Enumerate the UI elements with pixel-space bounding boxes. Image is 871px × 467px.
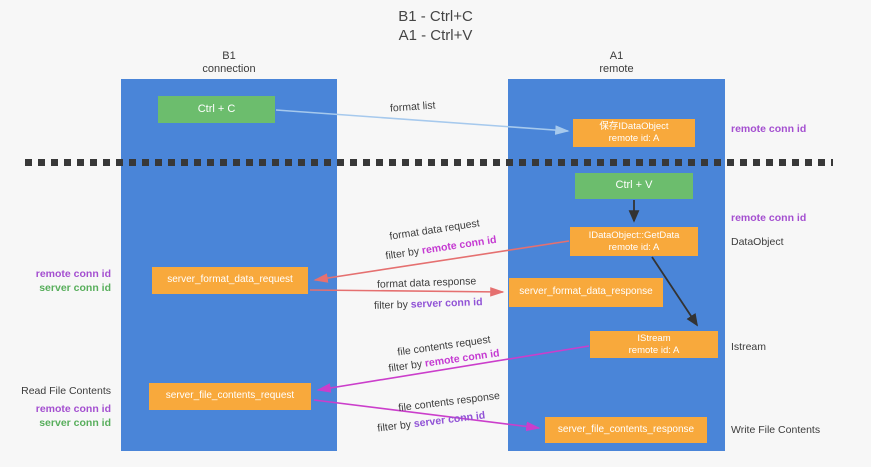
file-contents-response-label: file contents response bbox=[397, 389, 501, 415]
node-save-idataobject: 保存IDataObject remote id: A bbox=[573, 119, 695, 147]
filter-prefix: filter by bbox=[384, 244, 423, 263]
node-server-file-contents-response: server_file_contents_response bbox=[545, 417, 707, 443]
node-server-format-data-request-label: server_format_data_request bbox=[167, 274, 293, 286]
filter-prefix: filter by bbox=[373, 298, 411, 312]
left-label-read-file-contents: Read File Contents bbox=[21, 385, 111, 397]
title-line-2: A1 - Ctrl+V bbox=[398, 26, 473, 44]
filter-by-server-label-2: filter by server conn id bbox=[377, 409, 486, 434]
node-server-file-contents-request: server_file_contents_request bbox=[149, 383, 311, 410]
filter-prefix: filter by bbox=[387, 357, 426, 375]
right-label-remote-conn-id-2: remote conn id bbox=[731, 212, 807, 224]
format-list-label: format list bbox=[389, 99, 436, 115]
lane-header-b1: B1 connection bbox=[121, 50, 337, 75]
node-idataobject-getdata: IDataObject::GetData remote id: A bbox=[570, 227, 698, 256]
left-label-server-conn-id-1: server conn id bbox=[39, 282, 111, 294]
node-ctrl-v-label: Ctrl + V bbox=[615, 179, 653, 192]
right-label-remote-conn-id-1: remote conn id bbox=[731, 123, 807, 135]
left-label-remote-conn-id-2: remote conn id bbox=[35, 403, 111, 415]
node-save-idataobject-line1: 保存IDataObject bbox=[599, 121, 669, 133]
left-label-remote-conn-id-1: remote conn id bbox=[35, 268, 111, 280]
node-server-format-data-response: server_format_data_response bbox=[509, 278, 663, 307]
node-idataobject-getdata-line2: remote id: A bbox=[608, 241, 660, 253]
node-server-format-data-response-label: server_format_data_response bbox=[519, 286, 653, 298]
right-label-istream: Istream bbox=[731, 341, 767, 353]
node-ctrl-c-label: Ctrl + C bbox=[197, 102, 236, 115]
node-server-file-contents-request-label: server_file_contents_request bbox=[165, 390, 295, 402]
filter-prefix: filter by bbox=[376, 418, 415, 435]
node-istream: IStream remote id: A bbox=[590, 331, 718, 358]
phase-separator-dashed-line bbox=[25, 159, 833, 166]
diagram-title: B1 - Ctrl+C A1 - Ctrl+V bbox=[0, 8, 871, 46]
node-ctrl-c: Ctrl + C bbox=[158, 96, 275, 123]
left-label-server-conn-id-2: server conn id bbox=[39, 417, 111, 429]
lane-b1-subtitle: connection bbox=[202, 62, 256, 75]
node-server-file-contents-response-label: server_file_contents_response bbox=[557, 423, 695, 435]
server-conn-id-key: server conn id bbox=[413, 409, 486, 431]
lane-b1-name: B1 bbox=[222, 50, 236, 62]
node-server-format-data-request: server_format_data_request bbox=[152, 267, 308, 294]
node-ctrl-v: Ctrl + V bbox=[575, 173, 693, 199]
remote-conn-id-key: remote conn id bbox=[421, 233, 498, 257]
right-label-write-file-contents: Write File Contents bbox=[731, 424, 821, 436]
node-save-idataobject-line2: remote id: A bbox=[608, 133, 660, 144]
format-data-response-arrow bbox=[309, 287, 505, 297]
format-data-response-label: format data response bbox=[376, 275, 477, 291]
lane-a1-name: A1 bbox=[609, 50, 624, 62]
server-conn-id-key: server conn id bbox=[410, 296, 483, 311]
node-idataobject-getdata-line1: IDataObject::GetData bbox=[588, 229, 680, 241]
node-istream-line1: IStream bbox=[637, 332, 671, 344]
node-istream-line2: remote id: A bbox=[628, 344, 680, 356]
title-line-1: B1 - Ctrl+C bbox=[398, 8, 473, 25]
lane-header-a1: A1 remote bbox=[508, 50, 725, 75]
filter-by-server-label-1: filter by server conn id bbox=[374, 296, 483, 312]
right-label-dataobject: DataObject bbox=[731, 236, 784, 248]
lane-a1-subtitle: remote bbox=[599, 62, 634, 75]
